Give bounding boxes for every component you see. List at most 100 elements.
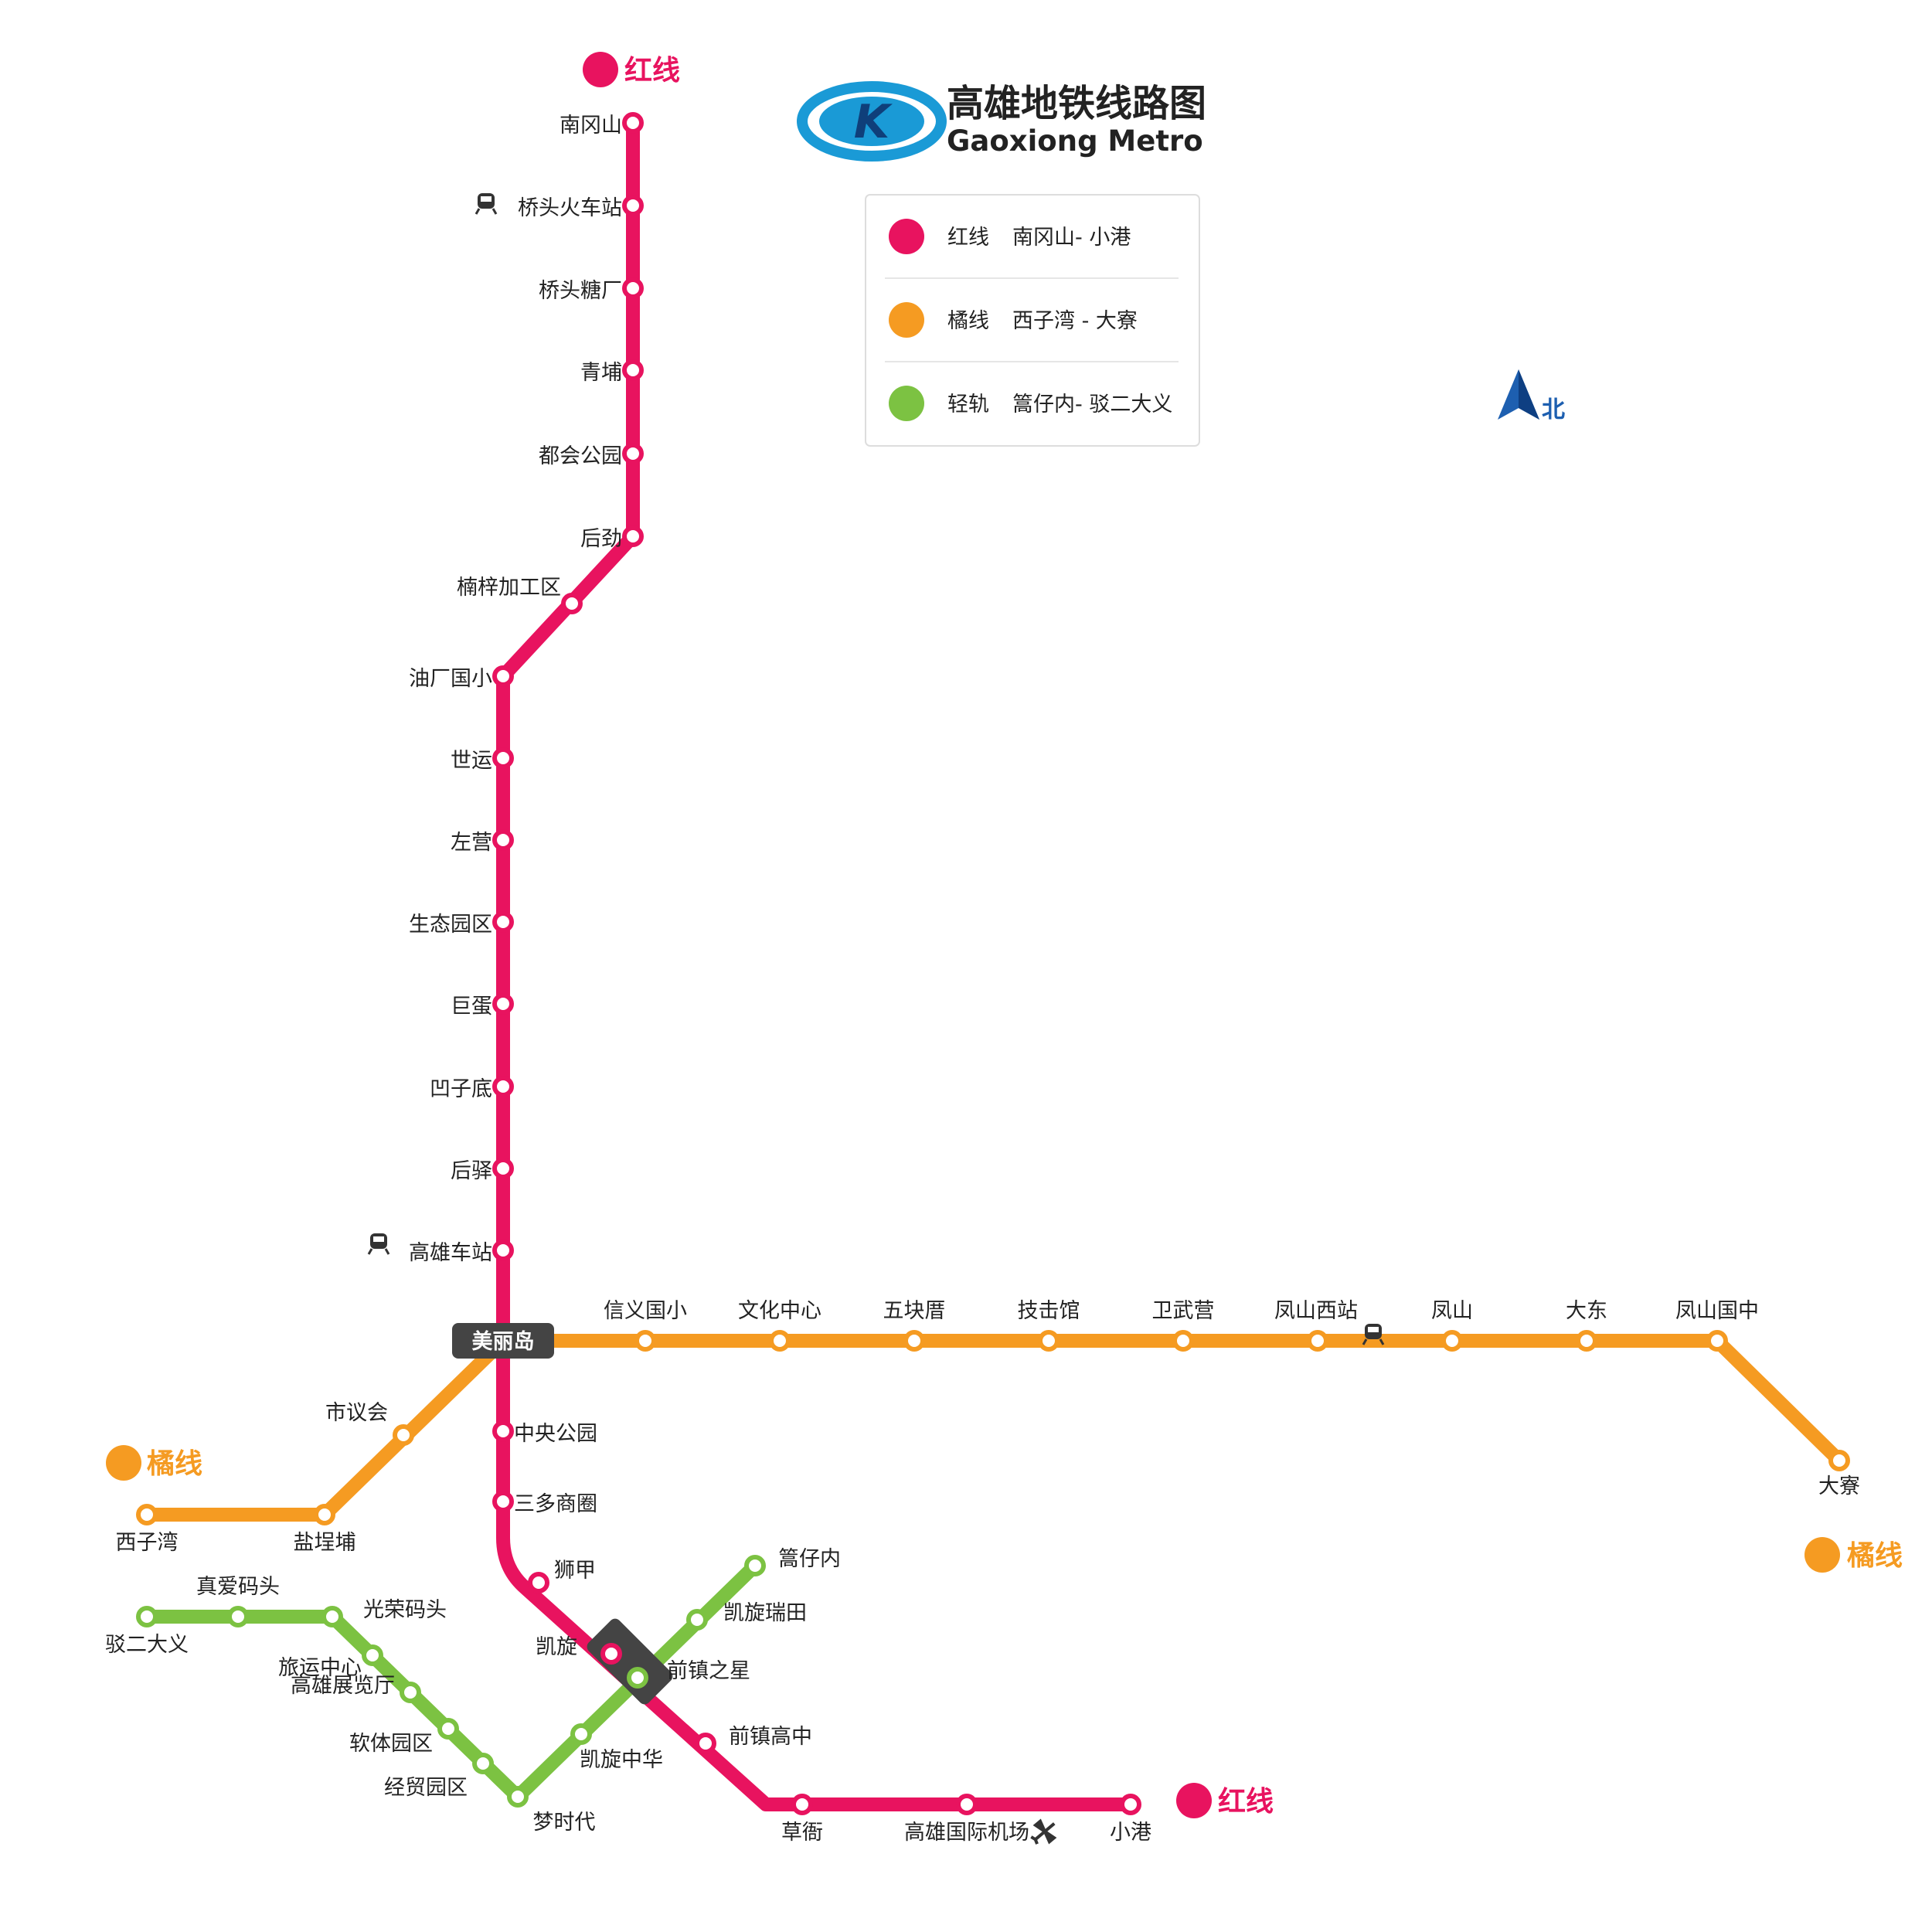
orange-station-label[interactable]: 技击馆 — [1018, 1299, 1080, 1323]
red-station-label[interactable]: 草衙 — [781, 1821, 823, 1845]
red-station-label[interactable]: 巨蛋 — [451, 995, 492, 1019]
green-station-label[interactable]: 驳二大义 — [105, 1633, 189, 1657]
green-station-label[interactable]: 梦时代 — [533, 1811, 596, 1835]
green-station-label[interactable]: 经贸园区 — [384, 1776, 468, 1800]
red-station-dot[interactable] — [492, 1158, 514, 1179]
green-station-dot[interactable] — [686, 1609, 708, 1631]
orange-station-label[interactable]: 大东 — [1566, 1299, 1607, 1323]
red-station-label[interactable]: 桥头糖厂 — [539, 279, 622, 303]
green-station-dot[interactable] — [627, 1667, 648, 1689]
green-station-label[interactable]: 高雄展览厅 — [291, 1674, 395, 1698]
orange-station-dot[interactable] — [314, 1504, 335, 1525]
red-station-label[interactable]: 油厂国小 — [409, 667, 492, 691]
green-station-label[interactable]: 凯旋中华 — [580, 1748, 663, 1772]
green-station-dot[interactable] — [507, 1786, 529, 1808]
green-station-label[interactable]: 旅运中心 — [278, 1656, 362, 1680]
orange-station-dot[interactable] — [634, 1330, 656, 1352]
green-station-dot[interactable] — [744, 1555, 766, 1576]
green-station-dot[interactable] — [362, 1644, 383, 1666]
red-station-label[interactable]: 南冈山 — [560, 114, 622, 138]
green-station-label[interactable]: 前镇之星 — [667, 1659, 750, 1683]
red-station-dot[interactable] — [528, 1572, 549, 1593]
red-station-label[interactable]: 左营 — [451, 831, 492, 855]
red-station-dot[interactable] — [791, 1794, 813, 1815]
red-station-dot[interactable] — [622, 359, 644, 381]
red-station-dot[interactable] — [492, 1076, 514, 1097]
red-station-dot[interactable] — [622, 195, 644, 216]
red-station-dot[interactable] — [492, 747, 514, 769]
orange-station-label[interactable]: 文化中心 — [738, 1299, 821, 1323]
red-station-label[interactable]: 楠梓加工区 — [457, 576, 561, 600]
orange-station-dot[interactable] — [136, 1504, 158, 1525]
red-station-label[interactable]: 凹子底 — [430, 1077, 492, 1101]
red-station-dot[interactable] — [492, 665, 514, 687]
terminal-red-north: 红线 — [583, 52, 680, 87]
orange-station-dot[interactable] — [1441, 1330, 1463, 1352]
red-station-dot[interactable] — [492, 911, 514, 933]
red-station-dot[interactable] — [600, 1643, 622, 1665]
green-station-dot[interactable] — [136, 1606, 158, 1627]
green-station-dot[interactable] — [472, 1753, 494, 1774]
red-station-label[interactable]: 世运 — [451, 749, 492, 773]
orange-station-label[interactable]: 凤山国中 — [1675, 1299, 1759, 1323]
terminal-red-south-label: 红线 — [1218, 1786, 1274, 1818]
red-station-label[interactable]: 后驿 — [451, 1159, 492, 1183]
red-station-label[interactable]: 都会公园 — [539, 444, 622, 468]
red-station-label[interactable]: 后劲 — [580, 527, 622, 551]
red-station-label[interactable]: 小港 — [1110, 1821, 1151, 1845]
red-station-dot[interactable] — [492, 1240, 514, 1261]
red-station-dot[interactable] — [492, 829, 514, 851]
orange-station-dot[interactable] — [903, 1330, 925, 1352]
orange-station-dot[interactable] — [1828, 1450, 1850, 1471]
green-station-dot[interactable] — [400, 1682, 421, 1703]
hub-label: 美丽岛 — [472, 1329, 535, 1354]
red-station-dot[interactable] — [492, 1420, 514, 1442]
orange-station-label[interactable]: 大寮 — [1818, 1474, 1860, 1498]
green-station-dot[interactable] — [437, 1718, 459, 1740]
orange-station-dot[interactable] — [1172, 1330, 1194, 1352]
red-station-label[interactable]: 桥头火车站 — [518, 196, 622, 220]
red-station-label[interactable]: 凯旋 — [536, 1635, 577, 1659]
orange-station-label[interactable]: 盐埕埔 — [294, 1531, 356, 1555]
red-station-label[interactable]: 青埔 — [580, 361, 622, 385]
red-station-label[interactable]: 高雄车站 — [409, 1241, 492, 1265]
green-station-label[interactable]: 篙仔内 — [778, 1547, 841, 1571]
red-station-label[interactable]: 生态园区 — [409, 913, 492, 937]
orange-station-label[interactable]: 凤山西站 — [1274, 1299, 1358, 1323]
red-station-label[interactable]: 前镇高中 — [729, 1725, 812, 1749]
orange-station-dot[interactable] — [1038, 1330, 1060, 1352]
red-station-label[interactable]: 三多商圈 — [514, 1492, 597, 1516]
green-station-label[interactable]: 凯旋瑞田 — [723, 1601, 807, 1625]
red-station-dot[interactable] — [622, 277, 644, 299]
green-station-label[interactable]: 软体园区 — [349, 1732, 433, 1756]
red-station-label[interactable]: 狮甲 — [554, 1559, 596, 1583]
green-station-label[interactable]: 真爱码头 — [196, 1575, 280, 1599]
orange-station-label[interactable]: 卫武营 — [1152, 1299, 1215, 1323]
orange-station-dot[interactable] — [769, 1330, 791, 1352]
green-station-dot[interactable] — [321, 1606, 343, 1627]
red-station-dot[interactable] — [622, 112, 644, 134]
red-station-label[interactable]: 中央公园 — [514, 1422, 597, 1446]
orange-station-label[interactable]: 信义国小 — [604, 1299, 687, 1323]
green-station-label[interactable]: 光荣码头 — [363, 1598, 447, 1622]
red-station-label[interactable]: 高雄国际机场 — [904, 1821, 1029, 1845]
orange-station-label[interactable]: 西子湾 — [116, 1531, 179, 1555]
green-station-dot[interactable] — [227, 1606, 249, 1627]
red-station-dot[interactable] — [956, 1794, 978, 1815]
red-station-dot[interactable] — [622, 525, 644, 547]
north-label: 北 — [1542, 396, 1565, 423]
red-station-dot[interactable] — [492, 993, 514, 1015]
red-station-dot[interactable] — [492, 1491, 514, 1512]
orange-station-dot[interactable] — [1706, 1330, 1728, 1352]
red-station-dot[interactable] — [622, 443, 644, 464]
orange-station-label[interactable]: 五块厝 — [883, 1299, 946, 1323]
green-station-dot[interactable] — [570, 1723, 592, 1745]
orange-station-dot[interactable] — [1307, 1330, 1328, 1352]
orange-station-label[interactable]: 凤山 — [1431, 1299, 1473, 1323]
red-station-dot[interactable] — [695, 1733, 716, 1754]
orange-station-dot[interactable] — [1576, 1330, 1597, 1352]
red-station-dot[interactable] — [1120, 1794, 1141, 1815]
orange-station-label[interactable]: 市议会 — [325, 1401, 388, 1425]
red-station-dot[interactable] — [561, 593, 583, 614]
orange-station-dot[interactable] — [393, 1424, 414, 1446]
